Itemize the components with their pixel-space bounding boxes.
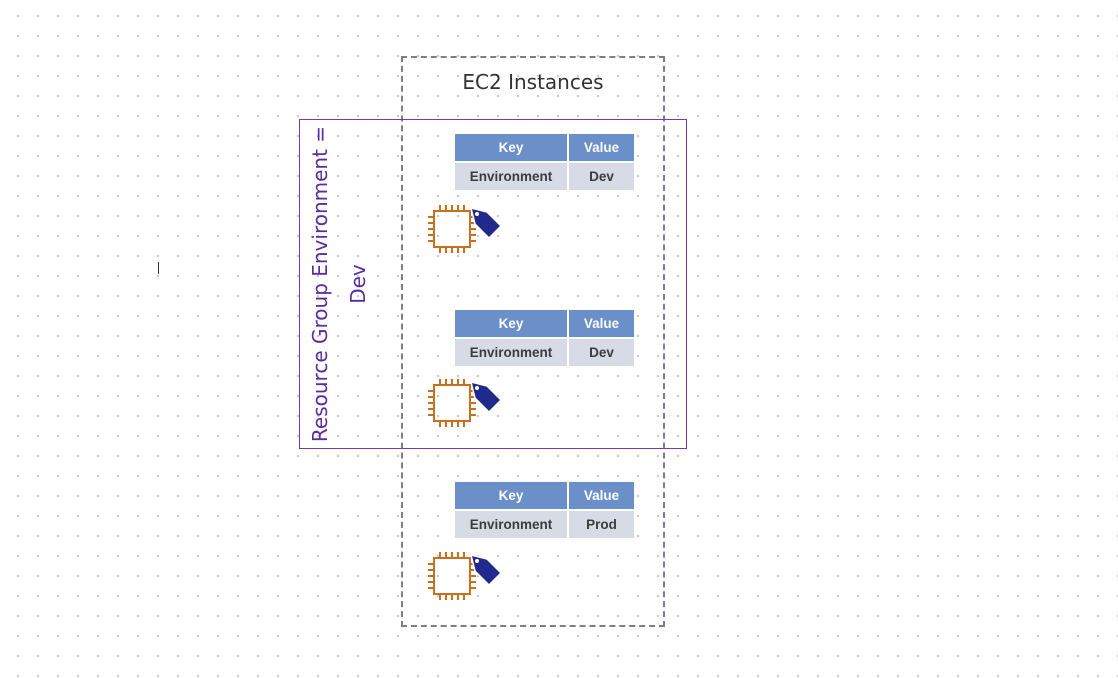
tag-key: Environment bbox=[455, 511, 567, 538]
tag-header-key: Key bbox=[455, 310, 567, 337]
ec2-instances-title: EC2 Instances bbox=[462, 70, 604, 94]
tag-table-header: Key Value bbox=[455, 134, 634, 161]
tag-table: Key Value Environment Dev bbox=[453, 308, 636, 368]
tag-icon bbox=[470, 207, 501, 239]
tag-table: Key Value Environment Dev bbox=[453, 132, 636, 192]
tag-table-row: Environment Dev bbox=[455, 339, 634, 366]
resource-group-filter: Environment = Dev bbox=[308, 125, 370, 304]
ec2-instances-container bbox=[401, 56, 665, 627]
ec2-chip-icon bbox=[428, 379, 476, 427]
tag-header-value: Value bbox=[569, 482, 634, 509]
tag-value: Prod bbox=[569, 511, 634, 538]
ec2-instance[interactable] bbox=[425, 376, 501, 440]
tag-table-header: Key Value bbox=[455, 482, 634, 509]
tag-value: Dev bbox=[569, 339, 634, 366]
tag-key: Environment bbox=[455, 163, 567, 190]
ec2-chip-icon bbox=[428, 552, 476, 600]
ec2-instance[interactable] bbox=[425, 549, 501, 613]
tag-table-row: Environment Dev bbox=[455, 163, 634, 190]
resource-group-box bbox=[299, 119, 687, 449]
tag-header-value: Value bbox=[569, 134, 634, 161]
tag-table-header: Key Value bbox=[455, 310, 634, 337]
ec2-instance[interactable] bbox=[425, 202, 501, 266]
tag-header-key: Key bbox=[455, 482, 567, 509]
tag-table: Key Value Environment Prod bbox=[453, 480, 636, 540]
tag-icon bbox=[470, 381, 501, 413]
ec2-chip-icon bbox=[428, 205, 476, 253]
text-cursor bbox=[158, 262, 159, 274]
tag-header-value: Value bbox=[569, 310, 634, 337]
resource-group-title: Resource Group bbox=[308, 283, 332, 443]
tag-value: Dev bbox=[569, 163, 634, 190]
tag-table-row: Environment Prod bbox=[455, 511, 634, 538]
tag-icon bbox=[470, 554, 501, 586]
tag-header-key: Key bbox=[455, 134, 567, 161]
tag-key: Environment bbox=[455, 339, 567, 366]
